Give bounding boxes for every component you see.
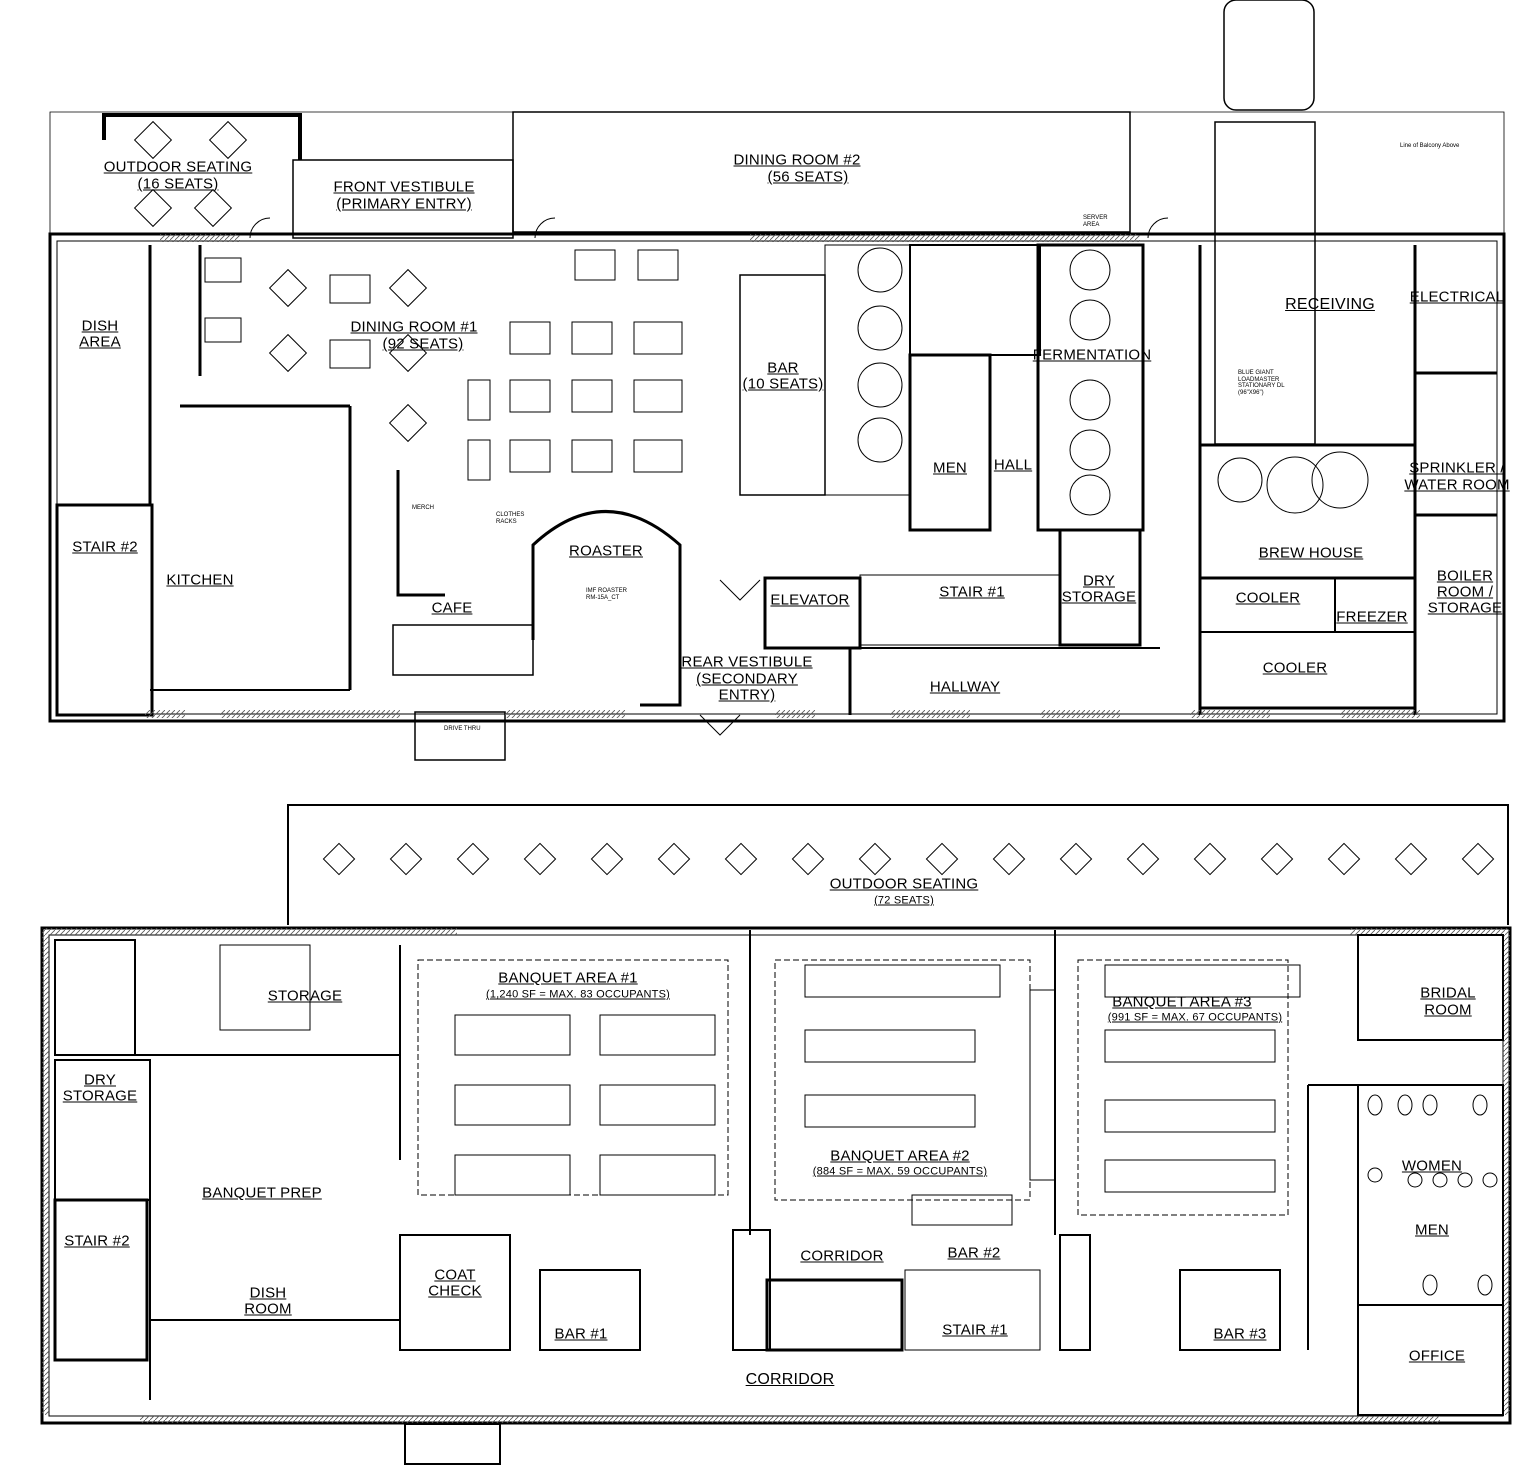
merch-note: MERCH — [412, 505, 434, 511]
dish-area-label-2: AREA — [79, 333, 121, 351]
loading-dock-note: BLUE GIANT LOADMASTER STATIONARY DL (96"… — [1238, 370, 1285, 396]
coat-check-label-1: COAT — [434, 1266, 476, 1284]
roaster-label: ROASTER — [569, 542, 643, 560]
bridal-room-label-2: ROOM — [1424, 1001, 1472, 1019]
outdoor-seating-upper-label: OUTDOOR SEATING — [829, 875, 979, 893]
banquet-3-sub: (991 SF = MAX. 67 OCCUPANTS) — [1107, 1011, 1283, 1024]
corridor-main-label: CORRIDOR — [745, 1371, 835, 1388]
clothes-racks-note: CLOTHES RACKS — [496, 512, 525, 525]
bar-1-label: BAR #1 — [554, 1325, 608, 1343]
cooler-1-label: COOLER — [1235, 589, 1301, 607]
kitchen-label: KITCHEN — [166, 571, 234, 589]
banquet-1-label: BANQUET AREA #1 — [498, 969, 638, 987]
roaster-equipment-note: IMF ROASTER RM-15A_CT — [586, 588, 628, 601]
boiler-label-1: BOILER — [1436, 567, 1494, 585]
dish-room-label-2: ROOM — [244, 1300, 292, 1318]
server-area-note: SERVER AREA — [1083, 215, 1108, 228]
dish-area-label-1: DISH — [81, 317, 119, 335]
cooler-2-label: COOLER — [1262, 659, 1328, 677]
men-upper-label: MEN — [1415, 1221, 1449, 1239]
boiler-label-3: STORAGE — [1427, 599, 1503, 617]
banquet-1-sub: (1,240 SF = MAX. 83 OCCUPANTS) — [486, 988, 670, 1001]
outdoor-seating-upper-seats: (72 SEATS) — [874, 894, 934, 907]
dish-room-label-1: DISH — [249, 1284, 287, 1302]
dining-room-1-label: DINING ROOM #1 — [350, 318, 478, 336]
rear-vestibule-label-2: (SECONDARY — [696, 670, 798, 688]
banquet-prep-label: BANQUET PREP — [202, 1184, 322, 1202]
dry-storage-ground-label-2: STORAGE — [1061, 588, 1137, 606]
banquet-3-label: BANQUET AREA #3 — [1112, 993, 1252, 1011]
dining-room-2-seats: (56 SEATS) — [767, 168, 849, 186]
storage-label: STORAGE — [267, 987, 343, 1005]
elevator-label: ELEVATOR — [770, 591, 850, 609]
bridal-room-label-1: BRIDAL — [1420, 984, 1476, 1002]
hallway-label: HALLWAY — [929, 678, 1001, 696]
outdoor-seating-ground-label: OUTDOOR SEATING — [103, 158, 253, 176]
bar-label: BAR — [767, 359, 799, 377]
front-vestibule-sub: (PRIMARY ENTRY) — [336, 195, 472, 213]
banquet-2-sub: (884 SF = MAX. 59 OCCUPANTS) — [812, 1165, 988, 1178]
dry-storage-upper-label-1: DRY — [84, 1071, 116, 1089]
stair-1-ground-label: STAIR #1 — [939, 583, 1005, 601]
electrical-label: ELECTRICAL — [1409, 288, 1505, 306]
office-label: OFFICE — [1408, 1347, 1466, 1365]
coat-check-label-2: CHECK — [428, 1282, 482, 1300]
women-label: WOMEN — [1401, 1157, 1463, 1175]
sprinkler-label-2: WATER ROOM — [1404, 476, 1510, 494]
balcony-note: Line of Balcony Above — [1400, 143, 1460, 149]
boiler-label-2: ROOM / — [1436, 583, 1494, 601]
rear-vestibule-label-3: ENTRY) — [718, 686, 776, 704]
drive-thru-label: DRIVE THRU — [444, 726, 481, 732]
sprinkler-label-1: SPRINKLER / — [1409, 459, 1505, 477]
hall-label: HALL — [993, 456, 1033, 474]
dry-storage-ground-label-1: DRY — [1083, 572, 1115, 590]
stair-1-upper-label: STAIR #1 — [942, 1321, 1008, 1339]
freezer-label: FREEZER — [1336, 608, 1408, 626]
fermentation-label: FERMENTATION — [1032, 346, 1152, 364]
cafe-label: CAFE — [431, 599, 473, 617]
bar-2-label: BAR #2 — [947, 1244, 1001, 1262]
stair-2-upper-label: STAIR #2 — [64, 1232, 130, 1250]
ground-floor-plan — [48, 0, 1506, 761]
bar-3-label: BAR #3 — [1213, 1325, 1267, 1343]
upper-floor-plan — [40, 804, 1512, 1465]
men-ground-label: MEN — [933, 459, 967, 477]
brew-house-label: BREW HOUSE — [1258, 544, 1364, 562]
rear-vestibule-label-1: REAR VESTIBULE — [681, 653, 813, 671]
outdoor-seating-ground-seats: (16 SEATS) — [137, 175, 219, 193]
dry-storage-upper-label-2: STORAGE — [62, 1087, 138, 1105]
bar-seats: (10 SEATS) — [742, 375, 824, 393]
corridor-top-label: CORRIDOR — [800, 1247, 884, 1265]
dining-room-2-label: DINING ROOM #2 — [733, 151, 861, 169]
dining-room-1-seats: (92 SEATS) — [382, 335, 464, 353]
banquet-2-label: BANQUET AREA #2 — [830, 1147, 970, 1165]
stair-2-ground-label: STAIR #2 — [72, 538, 138, 556]
receiving-label: RECEIVING — [1285, 296, 1375, 313]
front-vestibule-label: FRONT VESTIBULE — [333, 178, 475, 196]
